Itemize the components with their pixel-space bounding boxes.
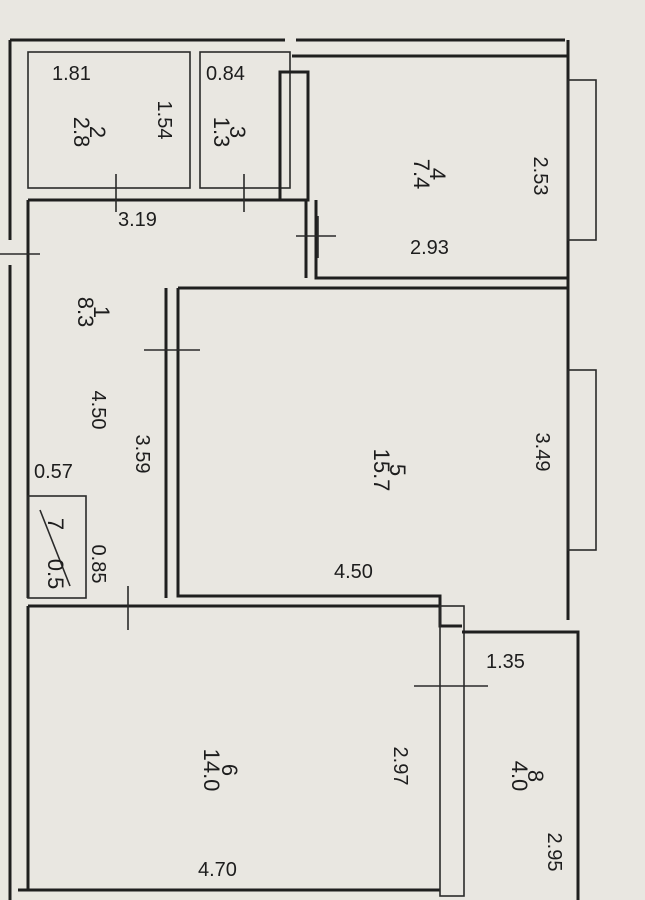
dim-room6-width: 4.70: [198, 859, 237, 881]
dim-room3-width: 0.84: [206, 63, 245, 85]
dim-hall-width: 3.19: [118, 209, 157, 231]
room-8-number: 8: [523, 770, 548, 782]
dim-room2-width: 1.81: [52, 63, 91, 85]
room-6-area: 14.0: [199, 749, 224, 792]
dim-room1-inner: 3.59: [131, 435, 153, 474]
room-1-area: 8.3: [73, 297, 98, 328]
room-7-number: 7: [43, 518, 68, 530]
room-3-number: 3: [225, 126, 250, 138]
room-5-number: 5: [385, 464, 410, 476]
dim-room5-depth: 3.49: [531, 433, 553, 472]
dim-room5-width: 4.50: [334, 561, 373, 583]
room-8-area: 4.0: [507, 761, 532, 792]
dim-room1-length: 4.50: [87, 391, 109, 430]
dim-room4-depth: 2.53: [529, 157, 551, 196]
room-7-area: 0.5: [43, 559, 68, 590]
door-marks: [0, 174, 488, 687]
dim-room7-depth: 0.85: [87, 545, 109, 584]
room-6-number: 6: [217, 764, 242, 776]
room-5-area: 15.7: [369, 449, 394, 492]
room-4-area: 7.4: [409, 159, 434, 190]
dim-room7-width: 0.57: [34, 461, 73, 483]
dim-room8-depth: 2.95: [543, 833, 565, 872]
room-2-number: 2: [85, 126, 110, 138]
dim-room4-width: 2.93: [410, 237, 449, 259]
room-1-number: 1: [89, 306, 114, 318]
room-3-area: 1.3: [209, 117, 234, 148]
walls: [8, 38, 597, 900]
room-2-area: 2.8: [69, 117, 94, 148]
dim-room6-depth: 2.97: [389, 747, 411, 786]
dim-room2-depth: 1.54: [153, 101, 175, 140]
room-4-number: 4: [425, 168, 450, 180]
dim-room8-width: 1.35: [486, 651, 525, 673]
